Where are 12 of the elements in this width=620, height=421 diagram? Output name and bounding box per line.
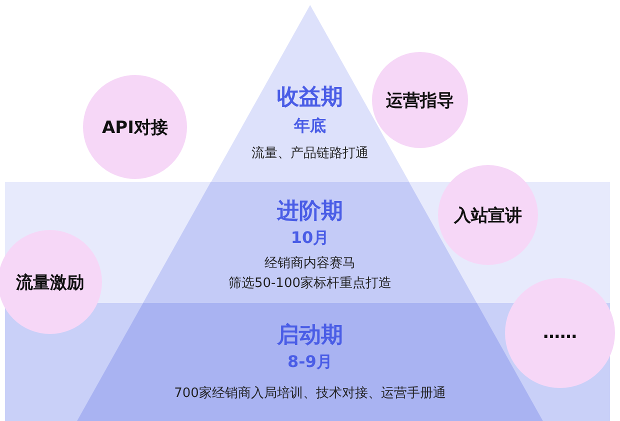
level-title: 收益期 — [276, 84, 343, 112]
topic-bubble: 运营指导 — [372, 52, 468, 148]
level-title: 启动期 — [276, 322, 343, 350]
description-text: 700家经销商入局培训、技术对接、运营手册通 — [174, 385, 446, 402]
description-text: 流量、产品链路打通 — [251, 145, 368, 162]
description-text: 经销商内容赛马 — [264, 255, 356, 272]
level-title: 进阶期 — [276, 198, 343, 226]
description-text: 筛选50-100家标杆重点打造 — [228, 275, 392, 292]
topic-bubble: API对接 — [83, 75, 187, 179]
period-label: 8-9月 — [288, 352, 332, 373]
period-label: 10月 — [290, 228, 330, 249]
period-label: 年底 — [294, 116, 326, 137]
